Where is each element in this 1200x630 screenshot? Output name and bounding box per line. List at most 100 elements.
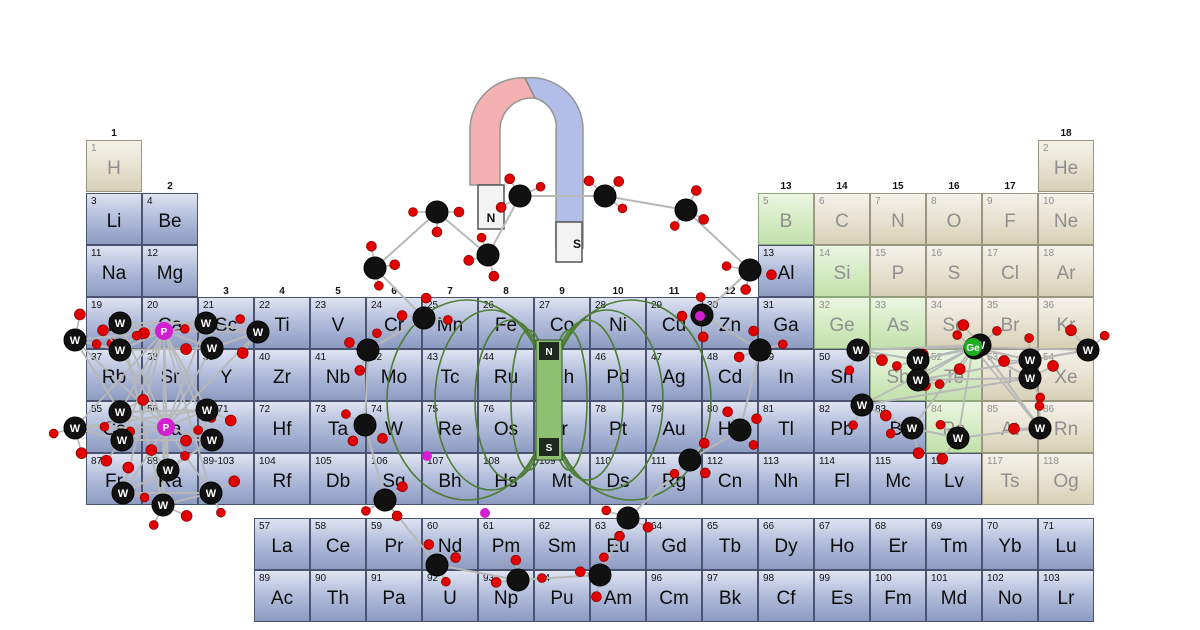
- tungsten-label: W: [857, 400, 868, 412]
- element-symbol: Er: [888, 536, 908, 557]
- oxygen-atom: [228, 475, 241, 488]
- element-symbol: Rg: [661, 471, 687, 492]
- oxygen-atom: [122, 461, 135, 474]
- element-symbol: Og: [1053, 471, 1079, 492]
- element-symbol: As: [886, 315, 910, 336]
- atomic-number: 102: [987, 573, 1004, 584]
- bond: [74, 339, 121, 413]
- oxygen-atom: [934, 379, 945, 389]
- atomic-number: 81: [763, 404, 775, 415]
- bar-magnet-south-label: S: [546, 443, 553, 454]
- tungsten-atom: [63, 416, 87, 440]
- tungsten-atom: [1028, 416, 1052, 440]
- bond: [917, 377, 1031, 381]
- atomic-number: 55: [91, 404, 103, 415]
- field-line: [434, 309, 548, 491]
- tungsten-label: W: [201, 318, 212, 330]
- atomic-number: 37: [91, 352, 103, 363]
- element-symbol: Es: [830, 588, 854, 609]
- oxygen-atom: [441, 576, 451, 587]
- group-number-label: 9: [559, 286, 565, 297]
- atomic-number: 90: [315, 573, 327, 584]
- oxygen-atom: [698, 214, 709, 225]
- heteroatom-label: P: [161, 327, 168, 338]
- tungsten-label: W: [1083, 345, 1094, 357]
- oxygen-atom: [372, 328, 382, 339]
- oxygen-atom: [669, 468, 680, 479]
- bond: [74, 426, 167, 429]
- tungsten-label: W: [913, 355, 924, 367]
- bond: [957, 427, 1041, 439]
- bond: [604, 195, 687, 211]
- tungsten-atom: [850, 393, 874, 417]
- heteroatom-label: P: [163, 423, 170, 434]
- tungsten-label: W: [206, 488, 217, 500]
- element-symbol: Pb: [830, 419, 854, 440]
- oxygen-atom: [450, 552, 461, 563]
- element-symbol: Cm: [659, 588, 689, 609]
- oxygen-atom: [936, 452, 949, 465]
- oxygen-atom: [669, 221, 680, 231]
- tungsten-atom: [108, 311, 132, 335]
- oxygen-atom: [361, 506, 371, 516]
- atomic-number: 62: [539, 521, 551, 532]
- bond: [119, 330, 165, 413]
- group-number-label: 11: [668, 286, 680, 297]
- element-symbol: Be: [158, 211, 182, 232]
- element-symbol: Na: [101, 263, 127, 284]
- tungsten-label: W: [70, 423, 81, 435]
- tungsten-label: W: [207, 343, 218, 355]
- element-symbol: Cn: [717, 471, 743, 492]
- bond: [364, 349, 369, 426]
- atomic-number: 24: [371, 300, 383, 311]
- group-number-label: 13: [780, 181, 792, 192]
- atomic-number: 97: [707, 573, 719, 584]
- magnet-north-label: N: [487, 211, 496, 225]
- heteroatom: [480, 508, 490, 518]
- bond: [436, 564, 519, 581]
- atomic-number: 10: [1043, 196, 1055, 207]
- atomic-number: 31: [763, 300, 775, 311]
- element-symbol: Ac: [270, 588, 294, 609]
- oxygen-atom: [431, 226, 443, 238]
- atomic-number: 108: [483, 456, 500, 467]
- bond: [857, 344, 981, 351]
- atomic-number: 15: [875, 248, 887, 259]
- oxygen-atom: [236, 347, 249, 359]
- atomic-number: 33: [875, 300, 887, 311]
- tungsten-atom: [900, 416, 924, 440]
- group-number-label: 15: [892, 181, 904, 192]
- oxygen-atom: [216, 507, 226, 518]
- atomic-number: 60: [427, 521, 439, 532]
- heteroatom: [157, 418, 175, 436]
- oxygen-atom: [377, 433, 388, 444]
- tungsten-label: W: [117, 435, 128, 447]
- magnet-south-label: S: [573, 237, 581, 251]
- tungsten-label: W: [913, 375, 924, 387]
- tungsten-atom: [846, 338, 870, 362]
- element-symbol: Ga: [773, 315, 799, 336]
- oxygen-atom: [733, 351, 745, 363]
- tungsten-label: W: [118, 488, 129, 500]
- tungsten-atom: [199, 481, 223, 505]
- tungsten-label: W: [115, 345, 126, 357]
- atomic-number: 67: [819, 521, 831, 532]
- atomic-number: 70: [987, 521, 999, 532]
